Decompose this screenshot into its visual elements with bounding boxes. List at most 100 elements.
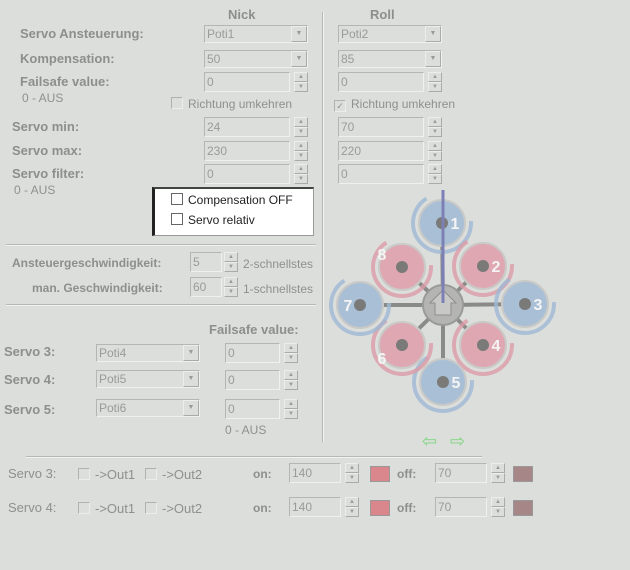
off-value-input[interactable]: 70 <box>435 497 487 517</box>
spin-down-icon[interactable]: ▼ <box>284 409 298 419</box>
out1-checkbox[interactable]: ->Out1 <box>78 467 135 482</box>
spin-down-icon[interactable]: ▼ <box>428 151 442 161</box>
ansteuer-speed-spinner[interactable]: 5▲▼ <box>190 252 238 272</box>
chevron-down-icon[interactable]: ▼ <box>425 51 441 67</box>
spin-up-icon[interactable]: ▲ <box>294 164 308 174</box>
roll-failsafe-input[interactable]: 0 <box>338 72 424 92</box>
roll-min-input[interactable]: 70 <box>338 117 424 137</box>
chevron-down-icon[interactable]: ▼ <box>183 371 199 387</box>
spin-up-icon[interactable]: ▲ <box>428 72 442 82</box>
chevron-down-icon[interactable]: ▼ <box>291 26 307 42</box>
roll-richtung-checkbox[interactable]: ✓Richtung umkehren <box>334 97 455 112</box>
roll-max-input[interactable]: 220 <box>338 141 424 161</box>
servo3-failsafe-spinner[interactable]: 0 ▲▼ <box>225 343 298 363</box>
roll-filter-input[interactable]: 0 <box>338 164 424 184</box>
nick-filter-spinner[interactable]: 0 ▲▼ <box>204 164 308 184</box>
spin-down-icon[interactable]: ▼ <box>224 287 238 297</box>
nick-ansteuerung-select[interactable]: Poti1▼ <box>204 25 308 43</box>
spin-down-icon[interactable]: ▼ <box>294 127 308 137</box>
man-speed-input[interactable]: 60 <box>190 277 222 297</box>
on-value-spinner[interactable]: 140 ▲▼ <box>289 497 359 517</box>
on-label: on: <box>253 501 272 515</box>
spin-down-icon[interactable]: ▼ <box>428 82 442 92</box>
roll-kompensation-value: 85 <box>341 52 355 66</box>
out1-checkbox[interactable]: ->Out1 <box>78 501 135 516</box>
divider <box>26 456 482 458</box>
roll-min-spinner[interactable]: 70 ▲▼ <box>338 117 442 137</box>
nick-filter-input[interactable]: 0 <box>204 164 290 184</box>
rotate-left-arrow-icon[interactable]: ⇦ <box>422 431 438 451</box>
ansteuer-speed-input[interactable]: 5 <box>190 252 222 272</box>
nick-richtung-checkbox[interactable]: Richtung umkehren <box>171 97 292 111</box>
nick-max-spinner[interactable]: 230 ▲▼ <box>204 141 308 161</box>
roll-max-spinner[interactable]: 220 ▲▼ <box>338 141 442 161</box>
spin-up-icon[interactable]: ▲ <box>224 277 238 287</box>
servo-relativ-checkbox[interactable]: Servo relativ <box>171 213 255 227</box>
servo3-source-select[interactable]: Poti4▼ <box>96 344 200 362</box>
spin-down-icon[interactable]: ▼ <box>294 151 308 161</box>
spin-down-icon[interactable]: ▼ <box>345 473 359 483</box>
spin-down-icon[interactable]: ▼ <box>284 380 298 390</box>
spin-up-icon[interactable]: ▲ <box>428 117 442 127</box>
servo4-source-select[interactable]: Poti5▼ <box>96 370 200 388</box>
spin-up-icon[interactable]: ▲ <box>294 117 308 127</box>
off-value-spinner[interactable]: 70 ▲▼ <box>435 497 505 517</box>
chevron-down-icon[interactable]: ▼ <box>183 345 199 361</box>
spin-up-icon[interactable]: ▲ <box>428 164 442 174</box>
chevron-down-icon[interactable]: ▼ <box>291 51 307 67</box>
servo4-failsafe-spinner[interactable]: 0 ▲▼ <box>225 370 298 390</box>
spin-down-icon[interactable]: ▼ <box>294 174 308 184</box>
chevron-down-icon[interactable]: ▼ <box>183 400 199 416</box>
rotate-right-arrow-icon[interactable]: ⇨ <box>450 431 466 451</box>
on-value-input[interactable]: 140 <box>289 463 341 483</box>
servo4-failsafe-input[interactable]: 0 <box>225 370 280 390</box>
on-color-button[interactable] <box>370 500 390 516</box>
spin-up-icon[interactable]: ▲ <box>224 252 238 262</box>
spin-down-icon[interactable]: ▼ <box>345 507 359 517</box>
out2-checkbox[interactable]: ->Out2 <box>145 501 202 516</box>
spin-up-icon[interactable]: ▲ <box>284 370 298 380</box>
nick-richtung-label: Richtung umkehren <box>188 97 293 111</box>
out2-checkbox[interactable]: ->Out2 <box>145 467 202 482</box>
on-value-spinner[interactable]: 140 ▲▼ <box>289 463 359 483</box>
on-value-input[interactable]: 140 <box>289 497 341 517</box>
nick-min-input[interactable]: 24 <box>204 117 290 137</box>
off-value-input[interactable]: 70 <box>435 463 487 483</box>
spin-down-icon[interactable]: ▼ <box>428 174 442 184</box>
man-speed-spinner[interactable]: 60▲▼ <box>190 277 238 297</box>
servo5-source-select[interactable]: Poti6▼ <box>96 399 200 417</box>
spin-up-icon[interactable]: ▲ <box>284 343 298 353</box>
spin-up-icon[interactable]: ▲ <box>294 72 308 82</box>
roll-failsafe-spinner[interactable]: 0 ▲▼ <box>338 72 442 92</box>
compensation-off-checkbox[interactable]: Compensation OFF <box>171 193 293 207</box>
spin-up-icon[interactable]: ▲ <box>428 141 442 151</box>
roll-kompensation-select[interactable]: 85 ▼ <box>338 50 442 68</box>
roll-filter-spinner[interactable]: 0 ▲▼ <box>338 164 442 184</box>
spin-down-icon[interactable]: ▼ <box>428 127 442 137</box>
off-color-button[interactable] <box>513 466 533 482</box>
spin-down-icon[interactable]: ▼ <box>294 82 308 92</box>
spin-up-icon[interactable]: ▲ <box>345 497 359 507</box>
spin-down-icon[interactable]: ▼ <box>491 507 505 517</box>
on-color-button[interactable] <box>370 466 390 482</box>
servo3-failsafe-input[interactable]: 0 <box>225 343 280 363</box>
nick-max-input[interactable]: 230 <box>204 141 290 161</box>
spin-down-icon[interactable]: ▼ <box>224 262 238 272</box>
spin-up-icon[interactable]: ▲ <box>284 399 298 409</box>
spin-up-icon[interactable]: ▲ <box>294 141 308 151</box>
spin-up-icon[interactable]: ▲ <box>491 463 505 473</box>
nick-failsafe-spinner[interactable]: 0 ▲▼ <box>204 72 308 92</box>
chevron-down-icon[interactable]: ▼ <box>425 26 441 42</box>
spin-down-icon[interactable]: ▼ <box>284 353 298 363</box>
spin-up-icon[interactable]: ▲ <box>491 497 505 507</box>
nick-kompensation-select[interactable]: 50▼ <box>204 50 308 68</box>
servo5-failsafe-input[interactable]: 0 <box>225 399 280 419</box>
servo5-failsafe-spinner[interactable]: 0 ▲▼ <box>225 399 298 419</box>
nick-min-spinner[interactable]: 24 ▲▼ <box>204 117 308 137</box>
roll-ansteuerung-select[interactable]: Poti2▼ <box>338 25 442 43</box>
nick-failsafe-input[interactable]: 0 <box>204 72 290 92</box>
spin-up-icon[interactable]: ▲ <box>345 463 359 473</box>
spin-down-icon[interactable]: ▼ <box>491 473 505 483</box>
off-value-spinner[interactable]: 70 ▲▼ <box>435 463 505 483</box>
off-color-button[interactable] <box>513 500 533 516</box>
